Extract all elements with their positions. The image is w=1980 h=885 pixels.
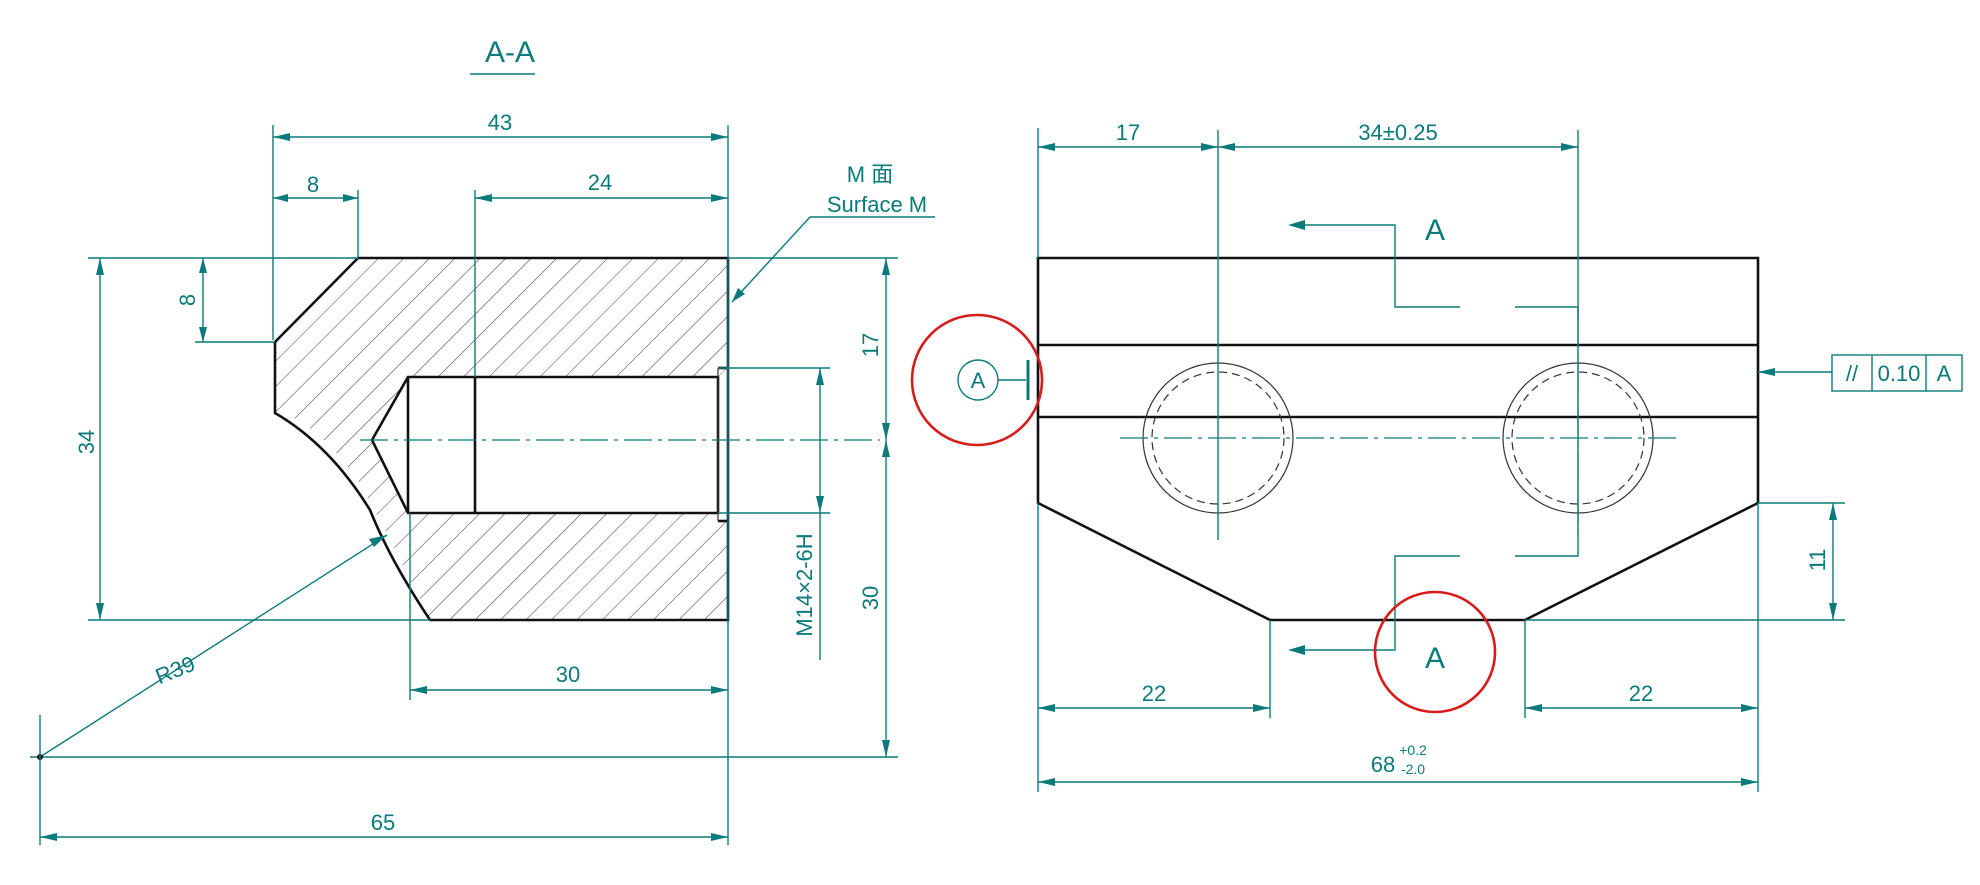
arrow — [199, 327, 207, 342]
arrow — [96, 258, 104, 275]
arrow — [882, 423, 890, 440]
section-marker-top: A — [1425, 214, 1445, 247]
arrow — [1741, 778, 1758, 786]
dim-34: 34 — [74, 430, 99, 454]
cut-line-top — [1292, 224, 1460, 308]
cut-line-bottom — [1292, 555, 1460, 651]
hatched-body — [275, 258, 728, 620]
arrow — [816, 496, 824, 513]
arrow — [343, 194, 358, 202]
radius-leader — [39, 534, 388, 758]
dim-22-left: 22 — [1142, 681, 1166, 706]
section-title: A-A — [485, 36, 535, 69]
front-view: A A 17 34±0.25 A // 0.10 A 11 — [910, 120, 1963, 792]
arrow — [369, 535, 387, 547]
section-view: A-A 43 8 24 — [30, 36, 935, 845]
dim-65: 65 — [371, 810, 395, 835]
thread-spec: M14×2-6H — [792, 533, 817, 636]
dim-68: 68 — [1371, 752, 1395, 777]
dim-68-tol-upper: +0.2 — [1399, 742, 1427, 758]
dim-radius: R39 — [152, 651, 199, 689]
arrow — [1758, 368, 1775, 376]
dim-30-bore: 30 — [556, 662, 580, 687]
surface-label-en: Surface M — [827, 192, 927, 217]
arrow — [1829, 603, 1837, 620]
dim-34-tolerance: 34±0.25 — [1358, 120, 1437, 145]
dim-22-right: 22 — [1629, 681, 1653, 706]
arrow — [1038, 778, 1055, 786]
highlight-circle-datum — [910, 313, 1044, 447]
arrow — [711, 686, 728, 694]
arrow — [1038, 143, 1055, 151]
arrow — [882, 258, 890, 275]
tolerance-datum: A — [1937, 361, 1952, 386]
arrow — [882, 440, 890, 457]
dim-43: 43 — [488, 110, 512, 135]
datum-label: A — [971, 368, 986, 393]
arrow — [1561, 143, 1578, 151]
arrow — [1525, 704, 1542, 712]
surface-leader — [731, 216, 811, 303]
dim-17: 17 — [858, 333, 883, 357]
tolerance-frame — [1831, 354, 1963, 392]
arrow — [273, 133, 290, 141]
section-outline — [273, 256, 730, 622]
arrow — [96, 603, 104, 620]
dim-30-height: 30 — [858, 586, 883, 610]
section-marker-bottom: A — [1425, 642, 1445, 675]
cut-line-right — [1515, 306, 1579, 557]
arrow — [199, 258, 207, 273]
arrow — [711, 833, 728, 841]
dim-17-front: 17 — [1116, 120, 1140, 145]
arrow — [1201, 143, 1218, 151]
arrow — [882, 740, 890, 757]
threaded-bore — [370, 375, 720, 515]
surface-label-cn: M 面 — [847, 162, 893, 187]
arrow — [410, 686, 427, 694]
arrow — [711, 133, 728, 141]
dim-8-width: 8 — [307, 172, 319, 197]
hole-left-thread — [1151, 371, 1285, 505]
arrow — [732, 288, 745, 302]
arrow — [1218, 143, 1235, 151]
highlight-circle-section-marker — [1373, 590, 1497, 714]
arrow — [711, 194, 728, 202]
arrow — [1253, 704, 1270, 712]
arrow — [1038, 704, 1055, 712]
dim-24: 24 — [588, 170, 612, 195]
tolerance-value: 0.10 — [1878, 361, 1921, 386]
dim-8-height: 8 — [175, 294, 200, 306]
front-outline — [1036, 256, 1760, 622]
arrow — [1288, 645, 1305, 655]
arrow — [40, 833, 57, 841]
parallelism-symbol: // — [1846, 361, 1859, 386]
hole-right-thread — [1511, 371, 1645, 505]
arrow — [816, 368, 824, 385]
dim-11: 11 — [1805, 549, 1830, 572]
arrow — [1741, 704, 1758, 712]
arrow — [1288, 220, 1305, 230]
arrow — [1829, 503, 1837, 520]
arrow — [475, 194, 492, 202]
dim-68-tol-lower: -2.0 — [1401, 761, 1425, 777]
arrow — [273, 194, 288, 202]
